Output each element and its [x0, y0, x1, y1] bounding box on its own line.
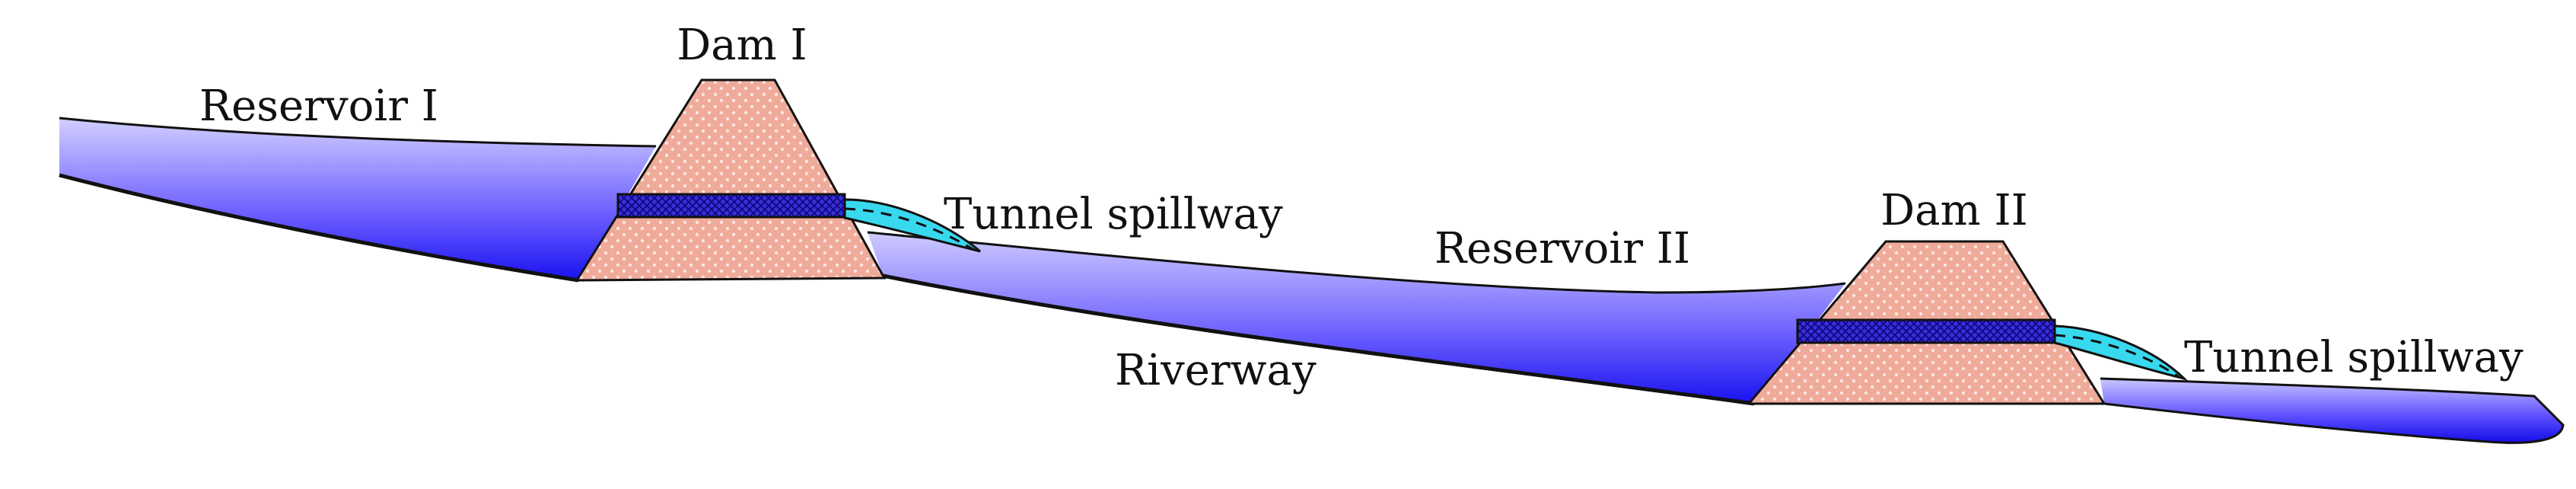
dam-1-core: [616, 193, 846, 219]
tunnel-spillway-1: [843, 198, 981, 253]
dam-2: [1746, 240, 2106, 405]
riverway-label: Riverway: [1115, 346, 1317, 395]
dam-2-core: [1796, 318, 2056, 344]
spillway-1-label: Tunnel spillway: [944, 190, 1283, 239]
dam-2-label: Dam II: [1880, 186, 2027, 235]
downstream-river: [2100, 377, 2565, 444]
reservoir-2: [867, 231, 1846, 406]
tunnel-spillway-2: [2053, 324, 2188, 381]
dam-1: [575, 78, 887, 282]
spillway-2-label: Tunnel spillway: [2184, 333, 2523, 382]
dam-1-label: Dam I: [677, 21, 807, 70]
reservoir-2-label: Reservoir II: [1434, 224, 1690, 273]
reservoir-1-label: Reservoir I: [199, 82, 438, 131]
reservoir-1: [59, 117, 657, 283]
